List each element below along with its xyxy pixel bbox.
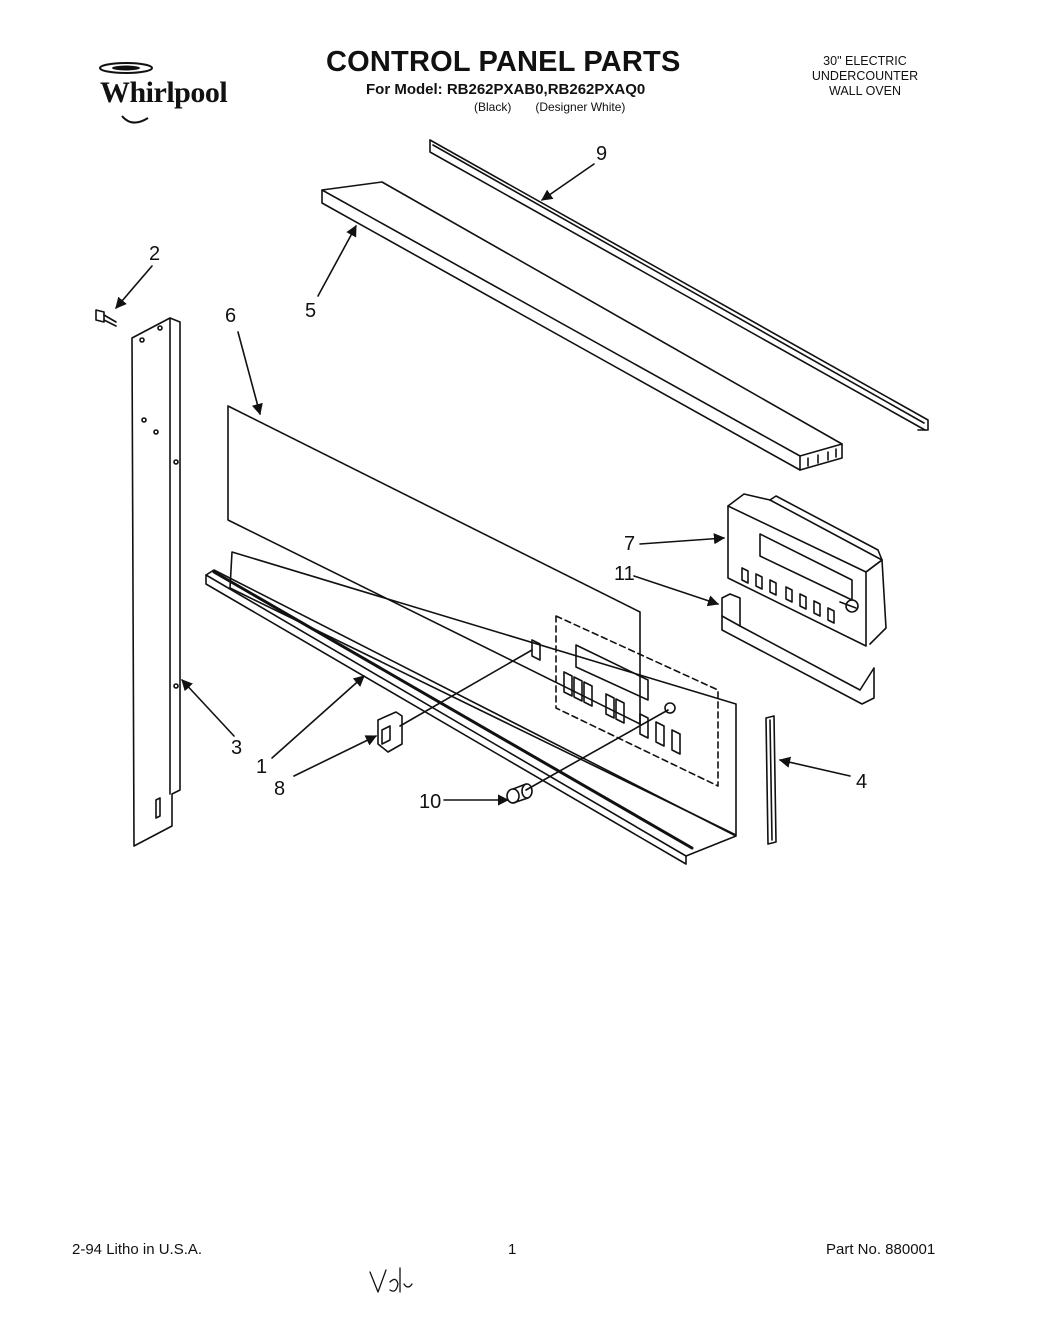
callout-6: 6 bbox=[225, 305, 237, 327]
footer-part-number: Part No. 880001 bbox=[826, 1241, 936, 1258]
leader-6 bbox=[237, 331, 263, 416]
leader-3 bbox=[181, 679, 235, 737]
footer-print-info: 2-94 Litho in U.S.A. bbox=[72, 1241, 203, 1258]
callout-11: 11 bbox=[614, 563, 635, 585]
signature-mark bbox=[369, 1267, 413, 1293]
footer-page-number: 1 bbox=[508, 1241, 517, 1258]
product-line-3: WALL OVEN bbox=[828, 84, 901, 98]
leader-2 bbox=[115, 265, 153, 309]
leader-5 bbox=[317, 225, 357, 297]
leader-9 bbox=[541, 163, 595, 201]
leader-1 bbox=[271, 675, 365, 759]
callout-8: 8 bbox=[274, 778, 286, 800]
leader-4 bbox=[778, 756, 851, 777]
callout-10: 10 bbox=[419, 791, 442, 813]
page-title: CONTROL PANEL PARTS bbox=[326, 46, 681, 78]
part-1-control-panel bbox=[229, 551, 737, 836]
product-line-1: 30" ELECTRIC bbox=[823, 54, 907, 68]
part-8-switch bbox=[377, 711, 403, 753]
finish-white: (Designer White) bbox=[535, 100, 626, 114]
part-3-side-bracket bbox=[131, 317, 181, 847]
assembly-line-knob bbox=[525, 709, 669, 791]
product-line-2: UNDERCOUNTER bbox=[811, 69, 919, 83]
assembly-line-switch bbox=[399, 649, 533, 727]
callout-1: 1 bbox=[256, 756, 268, 778]
leader-8 bbox=[293, 735, 378, 777]
part-4-vertical-trim bbox=[765, 715, 777, 845]
part-2-screw bbox=[95, 309, 117, 327]
leader-11 bbox=[633, 575, 720, 607]
part-10-knob bbox=[506, 783, 533, 804]
model-line: For Model: RB262PXAB0,RB262PXAQ0 bbox=[366, 81, 646, 98]
whirlpool-logo: Whirlpool bbox=[82, 56, 252, 128]
part-7-timer-module bbox=[727, 493, 887, 647]
part-5-top-channel bbox=[321, 181, 843, 471]
finish-line: (Black) (Designer White) bbox=[474, 100, 625, 114]
part-11-bracket bbox=[721, 593, 875, 705]
callout-7: 7 bbox=[624, 533, 636, 555]
callout-2: 2 bbox=[149, 243, 161, 265]
callout-3: 3 bbox=[231, 737, 243, 759]
part-1-bottom-rail bbox=[205, 569, 737, 865]
part-9-trim-strip bbox=[429, 139, 929, 431]
callout-9: 9 bbox=[596, 143, 608, 165]
callout-4: 4 bbox=[856, 771, 868, 793]
leader-7 bbox=[639, 533, 726, 545]
finish-black: (Black) bbox=[474, 100, 512, 114]
brand-name: Whirlpool bbox=[100, 76, 228, 109]
callout-5: 5 bbox=[305, 300, 317, 322]
product-description: 30" ELECTRIC UNDERCOUNTER WALL OVEN bbox=[795, 54, 935, 99]
logo-swoosh-icon bbox=[99, 62, 153, 124]
part-6-overlay bbox=[227, 405, 641, 725]
